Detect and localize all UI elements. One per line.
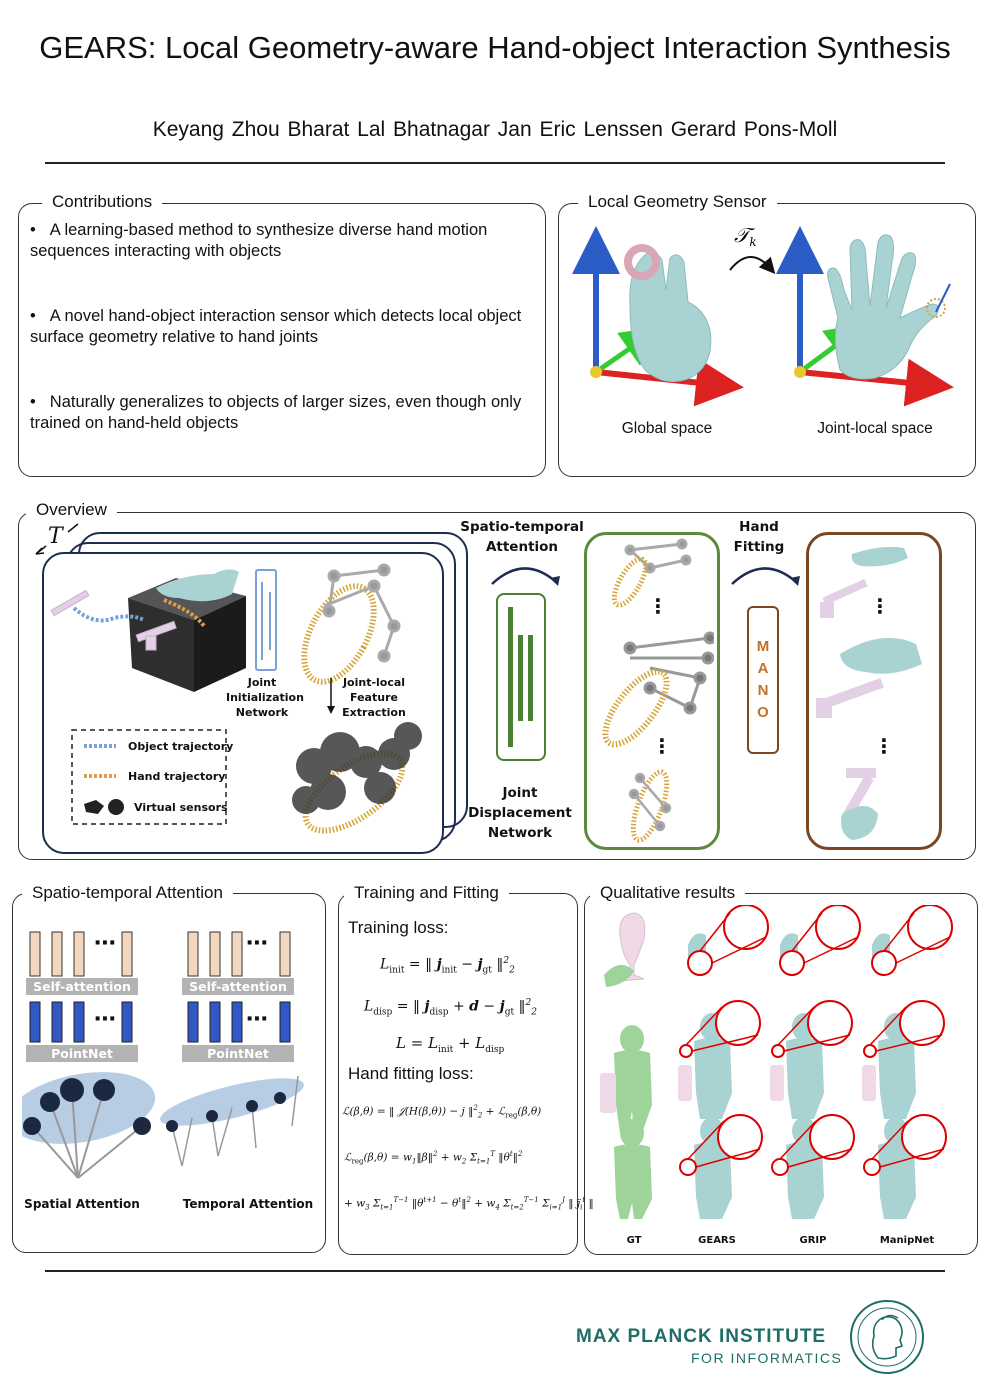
legend-box (71, 729, 227, 825)
st-attention-label: Spatio-temporal Attention (460, 519, 584, 555)
time-axis-icon (35, 523, 79, 555)
displacement-output-frame (584, 532, 720, 850)
sensor-spheres-cluster (292, 722, 422, 834)
hand-model (156, 569, 239, 602)
joint-displacement-network-icon (496, 593, 546, 761)
temporal-attention-label: Temporal Attention (182, 1197, 314, 1211)
object-trajectory-path (72, 606, 145, 623)
contributions-panel (18, 203, 546, 477)
attention-diagram (22, 931, 304, 1179)
overview-heading: Overview (26, 500, 117, 520)
legend-object-trajectory: Object trajectory (128, 740, 234, 753)
self-attention-block: Self-attention (182, 978, 294, 995)
horizontal-ellipsis: ⋯ (246, 1006, 268, 1031)
fitted-hand-output-frame (806, 532, 942, 850)
mano-model-box: M A N O (747, 606, 779, 754)
spatial-attention-label: Spatial Attention (24, 1197, 140, 1211)
global-space-label: Global space (621, 420, 713, 437)
transform-symbol: 𝒯k (734, 223, 757, 249)
training-heading: Training and Fitting (344, 883, 509, 903)
joint-local-space-label: Joint-local space (817, 420, 933, 437)
token-columns-self-attn-left (29, 931, 133, 977)
vertical-ellipsis: ⋮ (652, 736, 672, 758)
qualitative-heading: Qualitative results (590, 883, 746, 903)
hand-fitting-arrow (731, 567, 800, 586)
training-loss-label: Training loss: (348, 918, 449, 937)
hand-fitting-label: Hand Fitting (733, 519, 785, 555)
column-label-gears: GEARS (698, 1235, 736, 1246)
token-columns-self-attn-right (187, 931, 291, 977)
open-hand (827, 234, 951, 380)
horizontal-ellipsis: ⋯ (94, 930, 116, 955)
pointnet-block: PointNet (182, 1045, 294, 1062)
institute-subtitle: FOR INFORMATICS (691, 1350, 843, 1366)
contribution-item: •A learning-based method to synthesize d… (30, 221, 488, 260)
transform-arrow (729, 256, 776, 275)
st-attention-panel-heading: Spatio-temporal Attention (22, 883, 233, 903)
author-list: Keyang Zhou Bharat Lal Bhatnagar Jan Eri… (152, 118, 838, 141)
temporal-attention-sketch (160, 1075, 304, 1167)
contributions-heading: Contributions (42, 192, 163, 212)
qualitative-panel (584, 893, 978, 1255)
column-label-manipnet: ManipNet (879, 1235, 935, 1246)
token-columns-pointnet-left (29, 1001, 133, 1043)
method-columns (678, 905, 953, 1219)
institute-name: MAX PLANCK INSTITUTE (576, 1326, 827, 1347)
horizontal-ellipsis: ⋯ (246, 930, 268, 955)
pointnet-block: PointNet (26, 1045, 138, 1062)
joint-local-label: Joint-local Feature Extraction (342, 676, 406, 719)
joint-init-label: Joint Initialization Network (226, 676, 304, 719)
overview-pipeline-figure (50, 563, 422, 834)
vertical-ellipsis: ⋮ (870, 596, 890, 618)
hand-fitting-loss-label: Hand fitting loss: (348, 1064, 474, 1083)
horizontal-ellipsis: ⋯ (94, 1006, 116, 1031)
loss-total-equation: L = Linit + Ldisp (396, 1034, 505, 1055)
hand-with-torus (624, 244, 712, 383)
time-symbol: T (48, 524, 63, 549)
reg-loss-equation: ℒreg(β,θ) = w1‖β‖2 + w2 Σt=1T ‖θt‖2 (344, 1150, 523, 1166)
gt-column (600, 912, 652, 1219)
legend-hand-trajectory: Hand trajectory (128, 770, 226, 783)
hammer-object (50, 589, 177, 651)
minerva-logo (850, 1300, 924, 1374)
joint-init-network-icon (255, 569, 277, 671)
spatial-attention-sketch (22, 1072, 156, 1179)
displacement-output-figure (602, 538, 714, 843)
joint-displacement-label: Joint Displacement Network (468, 785, 572, 841)
sensor-figure: 𝒯k (572, 223, 954, 407)
contribution-item: •A novel hand-object interaction sensor … (30, 307, 522, 346)
column-label-gt: GT (626, 1235, 642, 1246)
point-cloud-skeleton-top (301, 563, 401, 685)
reg-loss-equation-cont: + w3 Σt=1T−1 ‖θt+1 − θt‖2 + w4 Σt=2T−1 Σ… (344, 1196, 594, 1212)
hand-trajectory-path (163, 598, 206, 628)
st-attention-arrow (491, 567, 560, 586)
fitted-hand-figure (816, 546, 922, 840)
poster-title: GEARS: Local Geometry-aware Hand-object … (39, 30, 951, 65)
loss-disp-equation: Ldisp = ‖ jdisp + d − jgt ‖22 (364, 998, 537, 1018)
vertical-ellipsis: ⋮ (874, 736, 894, 758)
self-attention-block: Self-attention (26, 978, 138, 995)
token-columns-pointnet-right (187, 1001, 291, 1043)
legend-virtual-sensors: Virtual sensors (134, 801, 228, 814)
fitting-loss-equation: ℒ(β,θ) = ‖ 𝒥(H(β,θ)) − j ‖22 + ℒreg(β,θ) (342, 1104, 542, 1120)
column-label-grip: GRIP (799, 1235, 827, 1246)
header-divider (45, 162, 945, 164)
sensor-heading: Local Geometry Sensor (578, 192, 777, 212)
footer-divider (45, 1270, 945, 1272)
contribution-item: •Naturally generalizes to objects of lar… (30, 393, 522, 432)
qualitative-results-figure (600, 905, 953, 1219)
vertical-ellipsis: ⋮ (648, 596, 668, 618)
overview-panel (18, 512, 976, 860)
loss-init-equation: Linit = ‖ jinit − jgt ‖22 (380, 956, 515, 976)
